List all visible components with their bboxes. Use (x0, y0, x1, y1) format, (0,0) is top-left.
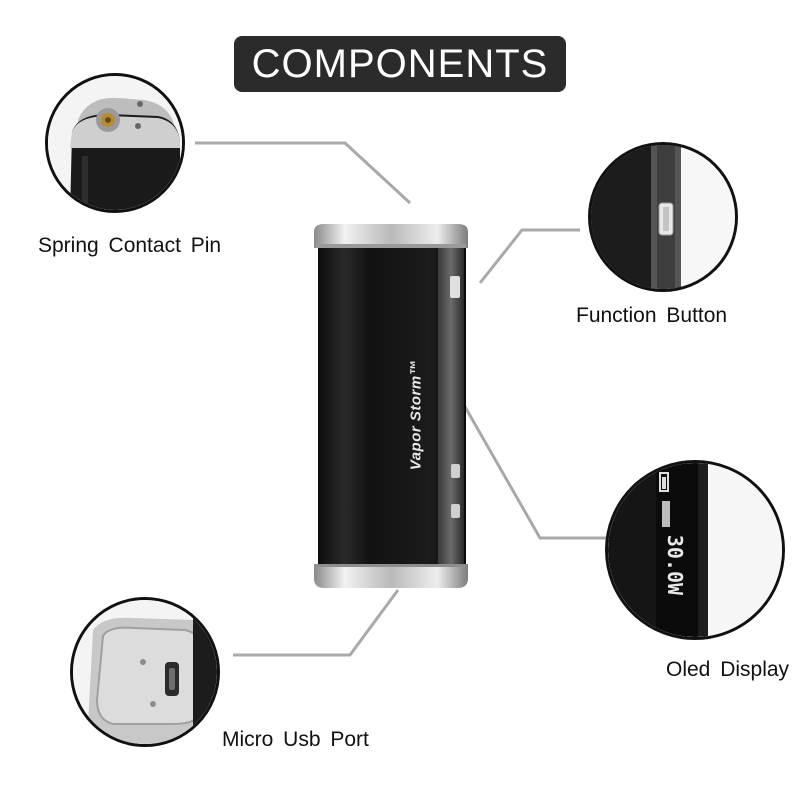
oled-reading: 30.0W (663, 534, 687, 596)
page-title: COMPONENTS (234, 36, 566, 92)
leader-line-micro-usb-port (233, 589, 400, 657)
function-button-zoom (588, 142, 738, 292)
micro-usb-port-zoom (70, 597, 220, 747)
device-brand-text: Vapor Storm™ (407, 359, 425, 471)
label-function-button: Function Button (576, 304, 728, 327)
fire-button-mini (450, 276, 460, 298)
oled-display-zoom (605, 460, 785, 640)
label-oled-display: Oled Display (666, 658, 790, 681)
spring-contact-pin-icon (48, 76, 182, 210)
oled-display-icon (608, 463, 782, 637)
label-spring-contact-pin: Spring Contact Pin (38, 234, 222, 257)
leader-line-function-button (478, 228, 580, 284)
label-micro-usb-port: Micro Usb Port (222, 728, 369, 751)
leader-line-oled-display (458, 397, 610, 540)
spring-contact-pin-zoom (45, 73, 185, 213)
vape-mod-device (314, 224, 468, 588)
micro-usb-port-icon (73, 600, 217, 744)
function-button-icon (591, 145, 735, 289)
leader-line-spring-contact-pin (195, 141, 412, 205)
